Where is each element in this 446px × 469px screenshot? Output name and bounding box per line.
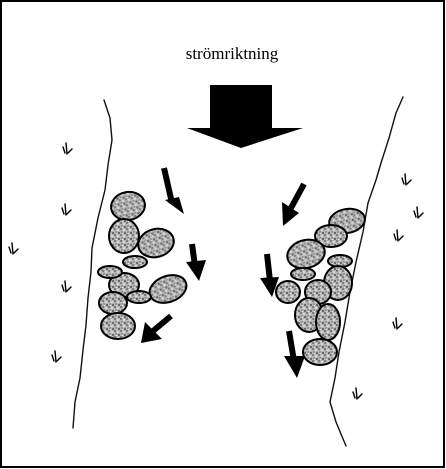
stone — [291, 268, 315, 280]
flow-arrow — [284, 331, 305, 378]
stone — [99, 292, 127, 314]
grass-tuft-icon — [353, 388, 362, 399]
right-flow-arrows — [260, 184, 305, 378]
flow-arrow — [164, 168, 184, 214]
left-stone-cluster — [98, 189, 190, 339]
grass-tuft-icon — [62, 281, 71, 292]
stone — [101, 313, 135, 339]
left-riverbank-line — [73, 100, 112, 428]
stone — [127, 291, 151, 303]
grass-tuft-icon — [402, 174, 411, 185]
grass-tuft-icon — [394, 230, 403, 241]
stone — [316, 304, 340, 340]
grass-tuft-icon — [52, 351, 61, 362]
grass-tuft-icon — [414, 207, 423, 218]
stone — [109, 219, 139, 253]
flow-direction-arrow — [187, 85, 303, 148]
stone — [98, 266, 122, 278]
stone — [146, 270, 191, 307]
stone — [123, 256, 147, 268]
grass-tuft-icon — [63, 143, 72, 154]
flow-arrow — [141, 316, 171, 343]
stone — [135, 225, 177, 261]
stone — [109, 189, 147, 222]
flow-direction-label: strömriktning — [186, 44, 279, 63]
stone — [276, 281, 300, 303]
grass-tuft-icon — [62, 204, 71, 215]
stone — [303, 339, 337, 365]
flow-arrow — [186, 244, 206, 281]
grass-tuft-icon — [9, 243, 18, 254]
grass-tufts — [9, 143, 423, 399]
grass-tuft-icon — [393, 318, 402, 329]
flow-arrow — [282, 184, 304, 226]
